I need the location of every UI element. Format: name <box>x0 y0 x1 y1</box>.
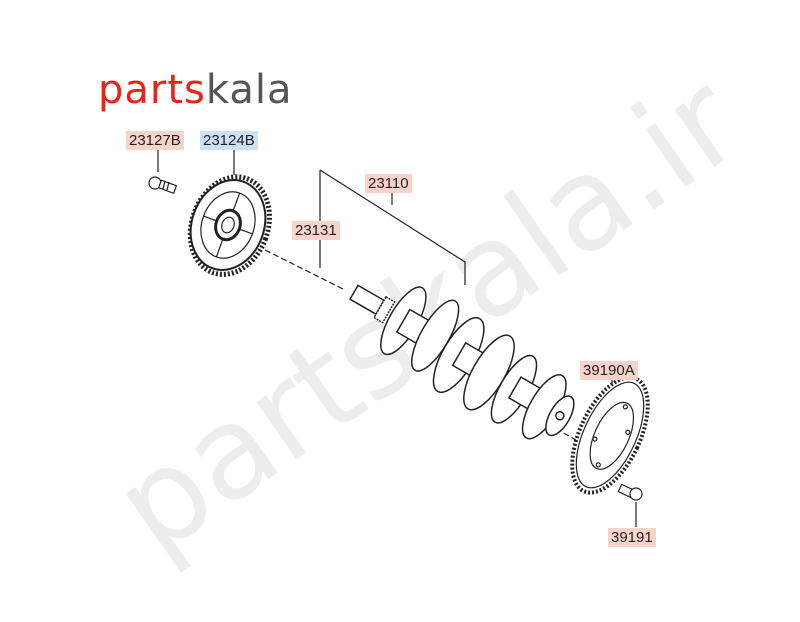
label-39190a[interactable]: 39190A <box>580 361 638 380</box>
logo-part1: parts <box>98 67 206 113</box>
label-23127b[interactable]: 23127B <box>126 131 184 150</box>
crank-bolt-icon <box>148 176 178 195</box>
label-23124b[interactable]: 23124B <box>200 131 258 150</box>
label-23110[interactable]: 23110 <box>365 174 412 193</box>
drive-plate-bolt-icon <box>617 483 643 501</box>
label-23131[interactable]: 23131 <box>292 221 340 240</box>
crankshaft-icon <box>348 284 575 440</box>
damper-pulley-icon <box>187 174 272 277</box>
drive-plate-icon <box>570 375 650 495</box>
logo-part2: kala <box>205 67 293 113</box>
label-39191[interactable]: 39191 <box>608 528 656 547</box>
partskala-logo: partskala <box>98 70 292 110</box>
